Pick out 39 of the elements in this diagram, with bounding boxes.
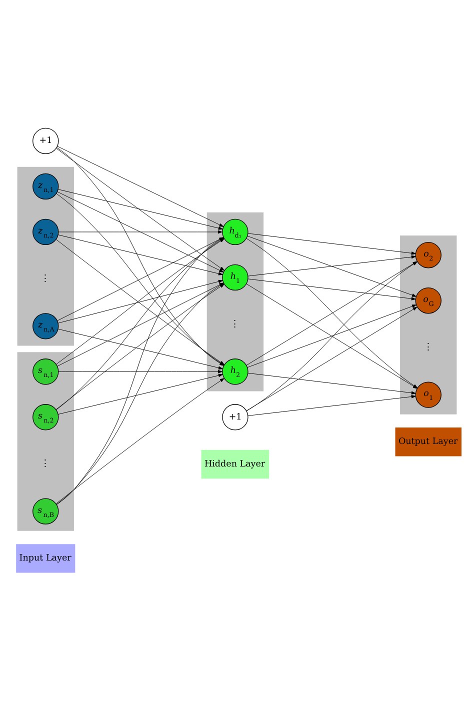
arrow [248, 372, 416, 394]
node-circle: o$_{2}$ [415, 242, 442, 268]
arrow [58, 374, 223, 415]
arrow [248, 395, 416, 416]
arrow [58, 370, 222, 374]
arrow [248, 255, 416, 276]
arrow [248, 278, 416, 300]
arrow [248, 233, 416, 255]
node-circle: h$_{2}$ [222, 358, 248, 385]
arrow [58, 234, 223, 276]
node-box: Output Layer [395, 428, 462, 456]
node-circle: o$_{1}$ [415, 382, 442, 408]
node-circle: +1 [32, 128, 59, 154]
arrow [58, 328, 223, 370]
node-box: Input Layer [16, 544, 76, 573]
label: ⋮ [40, 274, 51, 285]
node-circle: z$_{n,2}$ [32, 218, 59, 246]
arrow [247, 304, 416, 368]
node-circle: z$_{n,1}$ [32, 173, 59, 200]
node-circle: o$_{G}$ [415, 288, 442, 314]
label: ⋮ [423, 342, 434, 354]
arrow [57, 146, 224, 227]
label: ⋮ [40, 458, 51, 470]
node-circle: z$_{n,A}$ [32, 313, 59, 340]
node-circle: s$_{n,1}$ [32, 358, 59, 385]
node-circle: h$_{d₁}$ [222, 218, 248, 246]
arrow [56, 378, 224, 504]
cluster [17, 166, 74, 346]
node-circle: h$_{1}$ [222, 264, 248, 291]
cluster [206, 212, 264, 392]
cluster [400, 236, 457, 414]
cluster [17, 352, 74, 531]
node-box: Hidden Layer [201, 450, 270, 479]
node-circle: +1 [222, 404, 248, 430]
node-circle: s$_{n,B}$ [32, 498, 59, 524]
label: ⋮ [230, 319, 240, 330]
arrow [58, 189, 223, 230]
node-circle: s$_{n,2}$ [32, 404, 59, 430]
arrow [58, 230, 222, 234]
